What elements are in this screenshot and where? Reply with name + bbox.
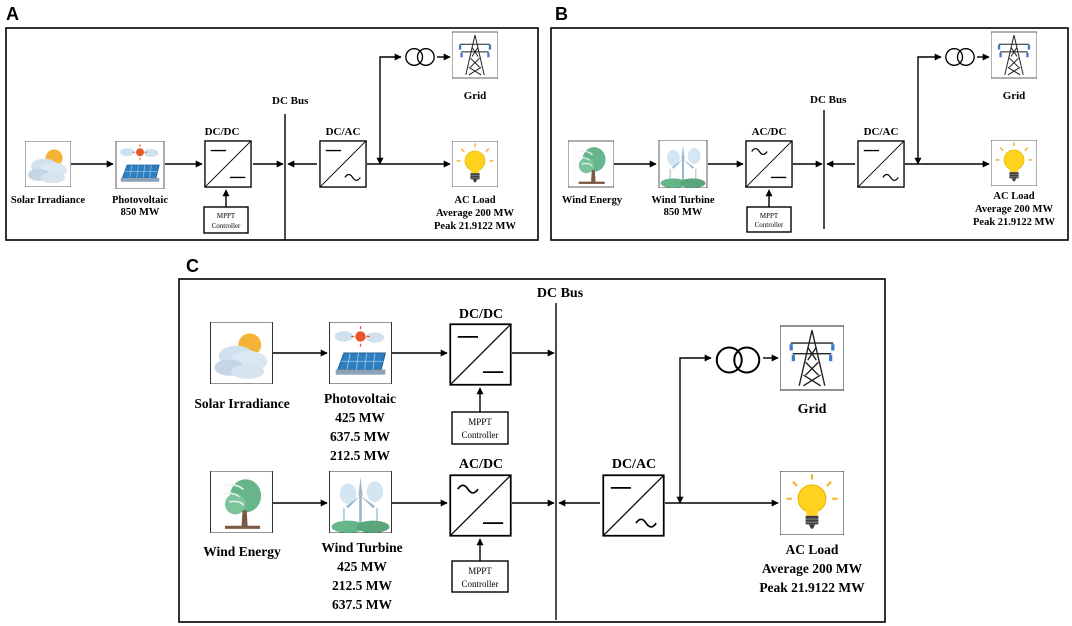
panel-a: A DC Bus MPPT Controller DC/DC DC/AC Sol… (5, 4, 539, 241)
load-line3-a: Peak 21.9122 MW (434, 221, 516, 232)
transmission-tower-icon (991, 31, 1037, 79)
dcac-converter-c (602, 474, 665, 537)
dcac-label-c: DC/AC (612, 457, 656, 472)
pv-label-c: Photovoltaic (324, 391, 396, 406)
gen-value-a: 850 MW (121, 207, 160, 218)
panel-b-frame (550, 27, 1069, 241)
load-line1-a: AC Load (454, 195, 495, 206)
dcac-converter-b (857, 140, 905, 188)
transmission-tower-icon (780, 325, 844, 391)
tree-wind-icon (210, 471, 273, 533)
load-line3-c: Peak 21.9122 MW (759, 580, 865, 595)
tree-wind-icon (568, 140, 614, 188)
wt-value-1-c: 425 MW (337, 559, 387, 574)
dcdc-converter-c (449, 323, 512, 386)
wind-source-label-c: Wind Energy (203, 544, 281, 559)
transformer-icon (405, 47, 435, 67)
dcdc-label-c: DC/DC (459, 307, 503, 322)
load-line2-c: Average 200 MW (762, 561, 863, 576)
mppt-line1-c1: MPPT (468, 417, 492, 427)
mppt-line2-a: Controller (212, 222, 241, 230)
gen-label-b: Wind Turbine (651, 195, 714, 206)
transmission-tower-icon (452, 31, 498, 79)
solar-panel-icon (115, 141, 165, 189)
solar-panel-icon (329, 322, 392, 384)
source-label-a: Solar Irradiance (11, 195, 86, 206)
load-line1-c: AC Load (786, 542, 839, 557)
dc-bus-label-a: DC Bus (272, 95, 309, 107)
acdc-converter-c (449, 474, 512, 537)
dcac-label-b: DC/AC (864, 126, 899, 138)
wind-turbine-icon (658, 140, 708, 188)
load-line3-b: Peak 21.9122 MW (973, 217, 1055, 228)
source-label-b: Wind Energy (562, 195, 623, 206)
light-bulb-icon (780, 471, 844, 535)
acdc-label-c: AC/DC (459, 457, 503, 472)
pv-value-3-c: 212.5 MW (330, 448, 390, 463)
mppt-line2-c2: Controller (462, 579, 499, 589)
wind-turbine-icon (329, 471, 392, 533)
mppt-line1-c2: MPPT (468, 566, 492, 576)
mppt-line2-c1: Controller (462, 430, 499, 440)
gen-value-b: 850 MW (664, 207, 703, 218)
panel-b: B DC Bus MPPT Controller AC/DC DC/AC Win… (550, 4, 1069, 241)
pv-value-1-c: 425 MW (335, 410, 385, 425)
dcdc-label-a: DC/DC (205, 126, 240, 138)
transformer-icon (715, 346, 761, 374)
pv-value-2-c: 637.5 MW (330, 429, 390, 444)
mppt-controller-b (746, 206, 792, 233)
dcdc-converter-a (204, 140, 252, 188)
gen-label-a: Photovoltaic (112, 195, 168, 206)
wt-label-c: Wind Turbine (321, 540, 402, 555)
mppt-line2-b: Controller (755, 221, 784, 229)
panel-letter-a: A (6, 4, 19, 24)
load-line2-b: Average 200 MW (975, 204, 1053, 215)
panel-letter-c: C (186, 256, 199, 276)
dc-bus-label-c: DC Bus (537, 286, 584, 301)
sun-cloud-icon (25, 141, 71, 187)
panel-c-frame (178, 278, 886, 623)
mppt-controller-a (203, 206, 249, 234)
dcac-converter-a (319, 140, 367, 188)
load-line1-b: AC Load (993, 191, 1034, 202)
light-bulb-icon (991, 140, 1037, 186)
load-line2-a: Average 200 MW (436, 208, 514, 219)
solar-source-label-c: Solar Irradiance (194, 396, 289, 411)
light-bulb-icon (452, 141, 498, 187)
wt-value-2-c: 212.5 MW (332, 578, 392, 593)
sun-cloud-icon (210, 322, 273, 384)
grid-label-b: Grid (1003, 90, 1026, 102)
panel-c: C DC Bus MPPT Controller MPPT Controller (178, 256, 886, 623)
acdc-converter-b (745, 140, 793, 188)
mppt-line1-a: MPPT (217, 212, 236, 220)
grid-label-c: Grid (798, 402, 827, 417)
acdc-label-b: AC/DC (752, 126, 787, 138)
grid-label-a: Grid (464, 90, 487, 102)
panel-letter-b: B (555, 4, 568, 24)
mppt-line1-b: MPPT (760, 212, 779, 220)
wt-value-3-c: 637.5 MW (332, 597, 392, 612)
dc-bus-label-b: DC Bus (810, 94, 847, 106)
transformer-icon (945, 47, 975, 67)
dcac-label-a: DC/AC (326, 126, 361, 138)
panel-a-frame (5, 27, 539, 241)
